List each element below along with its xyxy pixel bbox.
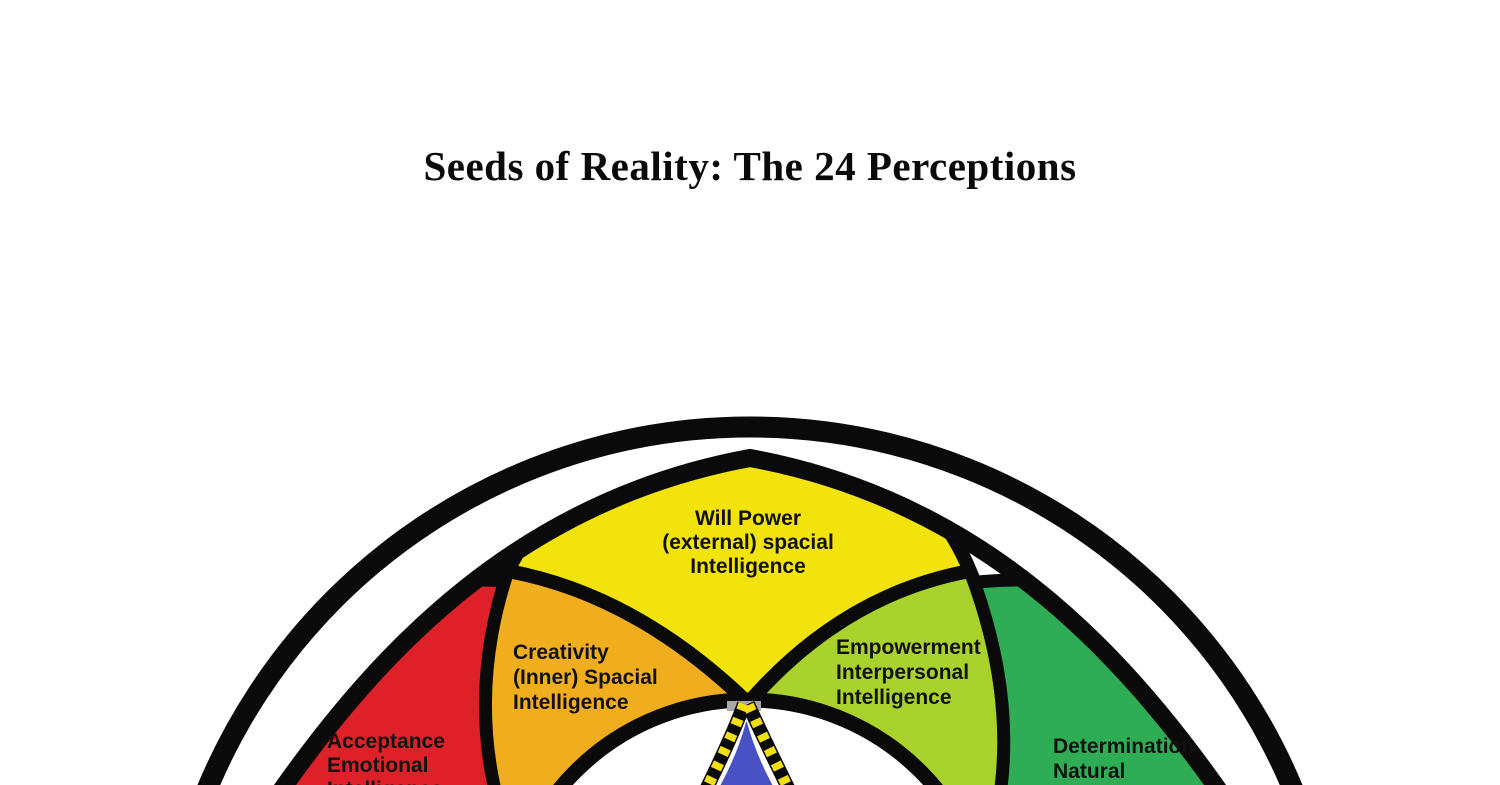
label-line: Intelligence	[836, 686, 952, 709]
label-line: Intelligence	[513, 691, 629, 714]
label-line: Emotional	[327, 754, 429, 777]
page-title: Seeds of Reality: The 24 Perceptions	[423, 143, 1077, 189]
label-line: Intelligence	[690, 555, 806, 578]
label-line: Will Power	[695, 507, 801, 530]
label-acceptance: Acceptance Emotional Intelligence	[327, 730, 445, 785]
outer-ring	[197, 416, 1303, 785]
label-line: Intelligence	[327, 778, 443, 785]
center-flame	[712, 722, 781, 785]
label-line: Determination	[1053, 735, 1194, 758]
inner-ring	[273, 448, 1227, 785]
label-line: Creativity	[513, 641, 609, 664]
label-line: Natural	[1053, 760, 1125, 783]
label-creativity: Creativity (Inner) Spacial Intelligence	[513, 641, 658, 714]
label-line: (Inner) Spacial	[513, 666, 658, 689]
label-line: Acceptance	[327, 730, 445, 753]
flame-border-speckles	[697, 701, 798, 785]
label-empowerment: Empowerment Interpersonal Intelligence	[836, 636, 981, 709]
label-line: (external) spacial	[662, 531, 834, 554]
label-will-power: Will Power (external) spacial Intelligen…	[662, 507, 834, 578]
label-line: Empowerment	[836, 636, 981, 659]
label-line: Interpersonal	[836, 661, 969, 684]
label-determination: Determination Natural	[1053, 735, 1194, 783]
center-circle	[496, 692, 1000, 785]
